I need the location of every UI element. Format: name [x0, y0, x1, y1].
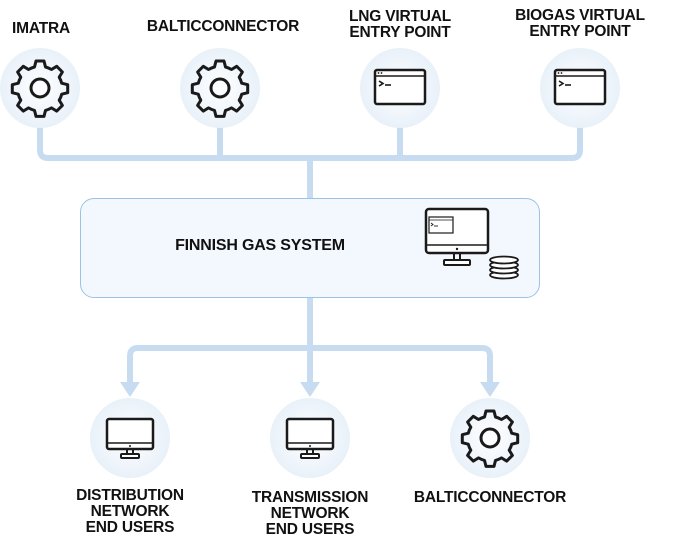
source-node-imatra [0, 48, 80, 128]
monitor-icon [105, 417, 155, 459]
coin-stack-icon [489, 255, 519, 280]
source-node-biogas [540, 48, 620, 128]
terminal-window-icon [373, 68, 427, 106]
output-label-distribution: DISTRIBUTION NETWORK END USERS [76, 487, 184, 536]
source-label-biogas-virtual-entry-point: BIOGAS VIRTUAL ENTRY POINT [515, 7, 645, 40]
output-node-distribution [90, 398, 170, 478]
output-label-balticconnector: BALTICCONNECTOR [413, 489, 567, 506]
source-label-balticconnector: BALTICCONNECTOR [146, 18, 300, 35]
arrow-head [300, 382, 320, 397]
source-label-lng-virtual-entry-point: LNG VIRTUAL ENTRY POINT [349, 8, 451, 41]
computer-monitor-icon [424, 207, 519, 280]
source-node-lng [360, 48, 440, 128]
monitor-icon [285, 417, 335, 459]
system-title: FINNISH GAS SYSTEM [175, 237, 345, 254]
source-connector [37, 115, 583, 161]
output-node-balticconnector [450, 398, 530, 478]
arrow-head [480, 382, 500, 397]
output-label-transmission: TRANSMISSION NETWORK END USERS [251, 489, 369, 538]
source-label-imatra: IMATRA [12, 20, 70, 37]
source-node-balticconnector [180, 48, 260, 128]
output-node-transmission [270, 398, 350, 478]
gear-icon [460, 409, 520, 468]
gear-icon [10, 59, 70, 118]
gear-icon [190, 59, 250, 118]
terminal-window-icon [553, 68, 607, 106]
arrow-head [120, 382, 140, 397]
